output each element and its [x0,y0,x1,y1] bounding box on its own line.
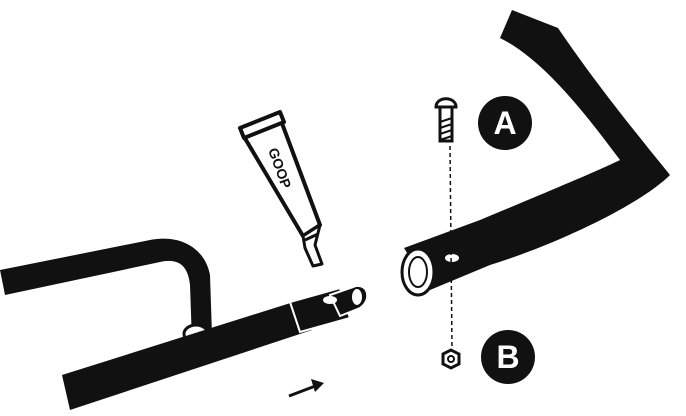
left-lower-bar [62,284,369,410]
callout-b: B [481,330,535,384]
right-bent-bar [400,10,670,297]
insert-hole [323,296,337,304]
glue-tube-icon: GOOP [238,110,324,268]
hex-nut-icon [441,348,461,370]
callout-b-letter: B [496,339,519,375]
bolt-icon [434,97,458,143]
right-bar-hole [445,254,459,262]
direction-arrow-icon [288,379,324,398]
callout-a: A [478,96,532,150]
alignment-line [449,145,453,349]
callout-a-letter: A [493,105,516,141]
left-u-bar [0,238,212,345]
